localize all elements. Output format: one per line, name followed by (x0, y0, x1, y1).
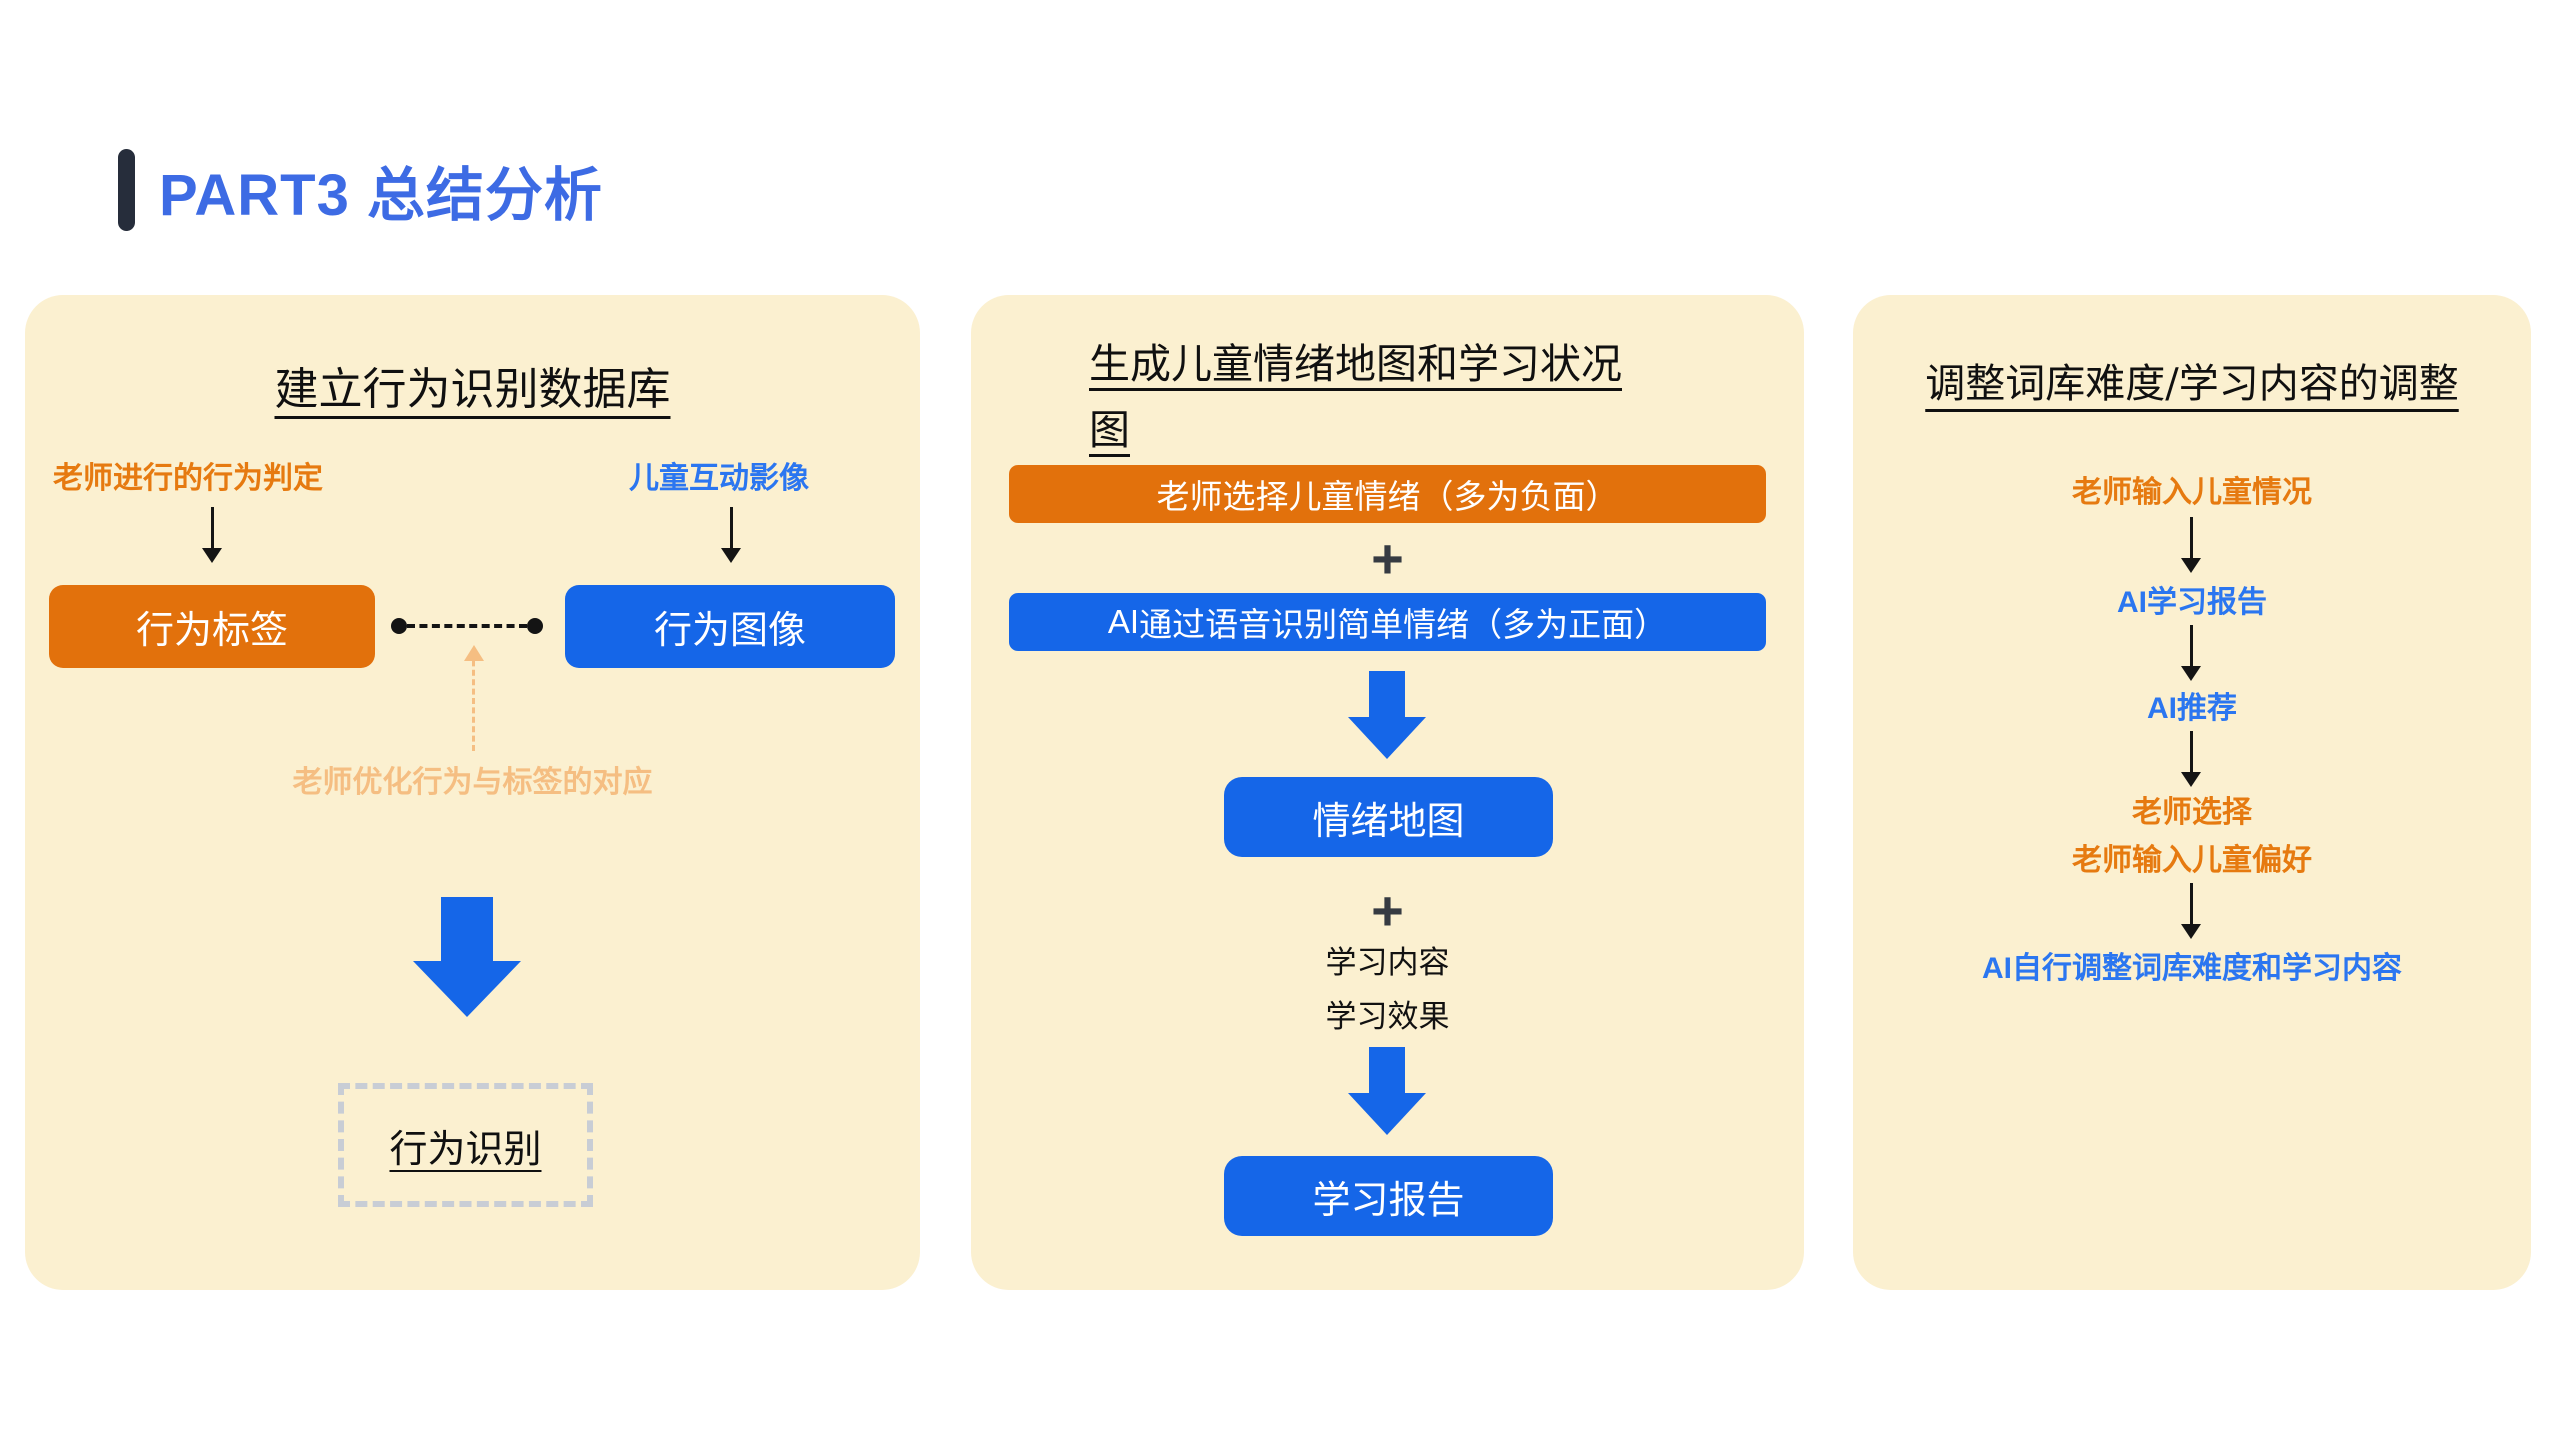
big-down-arrow-icon (1348, 671, 1426, 759)
up-arrow-dashed-icon (464, 645, 484, 751)
ai-prefix: AI (1107, 603, 1140, 640)
ai-prefix: AI (2147, 692, 2177, 725)
behavior-image-node: 行为图像 (565, 585, 895, 668)
panel3-title: 调整词库难度/学习内容的调整 (1925, 361, 2459, 407)
ai-self-adjust-step: AI自行调整词库难度和学习内容 (1853, 943, 2531, 987)
dashed-connector (391, 618, 543, 634)
teacher-input-status-step: 老师输入儿童情况 (2072, 475, 2312, 510)
ai-prefix: AI (2117, 586, 2147, 619)
down-arrow-icon (2181, 883, 2201, 939)
behavior-recognition-text: 行为识别 (389, 1126, 542, 1171)
arrow-stem (1369, 671, 1405, 717)
down-arrow-icon (2181, 731, 2201, 787)
down-arrow-icon (202, 507, 222, 563)
ai-recommend-text: 推荐 (2177, 691, 2237, 726)
arrow-stem (1369, 1047, 1405, 1093)
emotion-map-node: 情绪地图 (1224, 777, 1553, 857)
teacher-select-emotion-text: 老师选择儿童情绪（多为负面） (1156, 477, 1619, 516)
teacher-choose-step: 老师选择 (2132, 795, 2252, 830)
ai-prefix: AI (1982, 952, 2012, 985)
big-down-arrow-icon (413, 897, 521, 1017)
panel2-title-line1: 生成儿童情绪地图和学习状况 (1089, 340, 1622, 388)
study-report-node: 学习报告 (1224, 1156, 1553, 1236)
optimize-note: 老师优化行为与标签的对应 (292, 765, 653, 800)
emotion-map-text: 情绪地图 (1312, 798, 1465, 843)
plus-icon: + (1371, 527, 1404, 590)
teacher-select-emotion-bar: 老师选择儿童情绪（多为负面） (1009, 465, 1766, 523)
ai-recommend-step: AI推荐 (1853, 683, 2531, 727)
panel-adjustment: 调整词库难度/学习内容的调整 老师输入儿童情况 AI学习报告 AI推荐 老师选择… (1853, 295, 2531, 1290)
teacher-input-preference-step: 老师输入儿童偏好 (2072, 843, 2312, 878)
behavior-label-node: 行为标签 (49, 585, 375, 668)
dashed-line (407, 624, 527, 628)
arrow-head (1348, 717, 1426, 759)
slide-header: PART3 总结分析 (118, 148, 603, 232)
ai-self-adjust-text: 自行调整词库难度和学习内容 (2012, 951, 2402, 986)
teacher-judgment-label: 老师进行的行为判定 (53, 461, 323, 496)
page-title: PART3 总结分析 (159, 163, 603, 228)
panel2-title-line2: 图 (1089, 406, 1130, 454)
arrow-head (413, 961, 521, 1017)
panel1-title: 建立行为识别数据库 (274, 364, 671, 415)
panel2-title: 生成儿童情绪地图和学习状况 图 (1089, 331, 1622, 463)
arrow-stem (441, 897, 493, 961)
study-report-text: 学习报告 (1312, 1177, 1465, 1222)
behavior-label-text: 行为标签 (135, 608, 288, 652)
study-effect-label: 学习效果 (1325, 999, 1450, 1035)
title-accent-bar (118, 149, 135, 231)
study-content-label: 学习内容 (1325, 945, 1450, 981)
down-arrow-icon (2181, 517, 2201, 573)
ai-voice-emotion-text: 通过语音识别简单情绪（多为正面） (1139, 605, 1668, 644)
plus-icon: + (1371, 879, 1404, 942)
behavior-recognition-box: 行为识别 (338, 1083, 593, 1207)
big-down-arrow-icon (1348, 1047, 1426, 1135)
arrow-head (1348, 1093, 1426, 1135)
down-arrow-icon (2181, 625, 2201, 681)
ai-study-report-step: AI学习报告 (1853, 577, 2531, 621)
child-video-label: 儿童互动影像 (629, 461, 809, 496)
behavior-image-text: 行为图像 (653, 608, 806, 652)
down-arrow-icon (721, 507, 741, 563)
panel-behavior-database: 建立行为识别数据库 老师进行的行为判定 儿童互动影像 行为标签 行为图像 老师优… (25, 295, 920, 1290)
ai-study-report-text: 学习报告 (2147, 585, 2267, 620)
